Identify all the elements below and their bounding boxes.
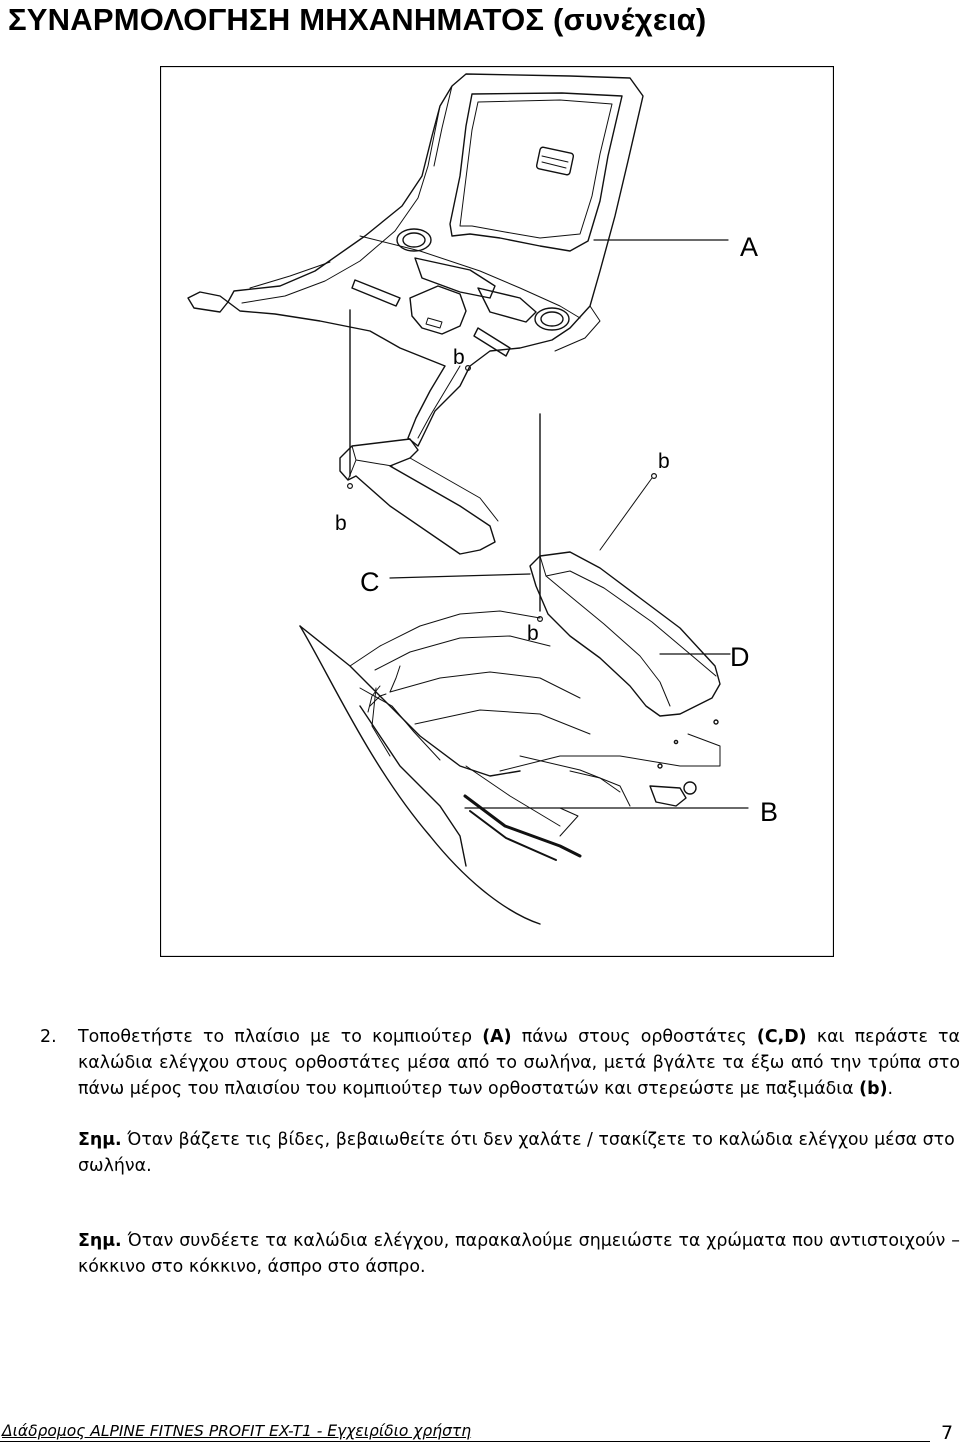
step-bold-a: (A) (482, 1027, 512, 1047)
page-number: 7 (941, 1422, 954, 1444)
step-bold-cd: (C,D) (756, 1027, 807, 1047)
diagram-frame (160, 66, 834, 957)
page-footer: Διάδρομος ALPINE FITNES PROFIT EX-T1 - Ε… (0, 1420, 960, 1453)
label-bolt-1: b (453, 346, 465, 369)
bolt-icon (347, 365, 658, 622)
page-title: ΣΥΝΑΡΜΟΛΟΓΗΣΗ ΜΗΧΑΝΗΜΑΤΟΣ (συνέχεια) (8, 2, 707, 37)
step-text-3: και περάστε τα καλώδια ελέγχου στους ορθ… (78, 1027, 960, 1099)
treadmill-base (299, 610, 721, 925)
screw-line-right (599, 477, 653, 551)
assembly-diagram: A C D B b b b b (160, 66, 834, 957)
label-bolt-2: b (335, 512, 347, 535)
step-2-paragraph: 2. Τοποθετήστε το πλαίσιο με το κομπιούτε… (40, 1024, 960, 1102)
console-frame (187, 73, 644, 447)
label-c: C (360, 567, 380, 597)
footer-text: Διάδρομος ALPINE FITNES PROFIT EX-T1 - Ε… (2, 1422, 472, 1440)
label-bolt-4: b (527, 622, 539, 645)
upright-d (529, 551, 721, 769)
note-1-label: Σημ. (78, 1130, 122, 1150)
note-2-label: Σημ. (78, 1231, 122, 1251)
label-b-base: B (760, 797, 778, 827)
note-1: Σημ. Όταν βάζετε τις βίδες, βεβαιωθείτε … (78, 1127, 960, 1179)
pointer-c (389, 573, 531, 579)
label-bolt-3: b (658, 450, 670, 473)
label-d: D (730, 642, 750, 672)
upright-c (339, 438, 499, 555)
label-a: A (740, 232, 758, 262)
step-bold-b: (b) (859, 1079, 888, 1099)
step-number: 2. (40, 1027, 57, 1047)
note-2: Σημ. Όταν συνδέετε τα καλώδια ελέγχου, π… (78, 1228, 960, 1280)
footer-rule (0, 1441, 930, 1442)
step-text-2: πάνω στους ορθοστάτες (511, 1027, 757, 1047)
note-1-text: Όταν βάζετε τις βίδες, βεβαιωθείτε ότι δ… (78, 1130, 955, 1176)
note-2-text: Όταν συνδέετε τα καλώδια ελέγχου, παρακα… (78, 1231, 960, 1277)
step-text-4: . (887, 1079, 894, 1099)
step-text-1: Τοποθετήστε το πλαίσιο με το κομπιούτερ (78, 1027, 483, 1047)
